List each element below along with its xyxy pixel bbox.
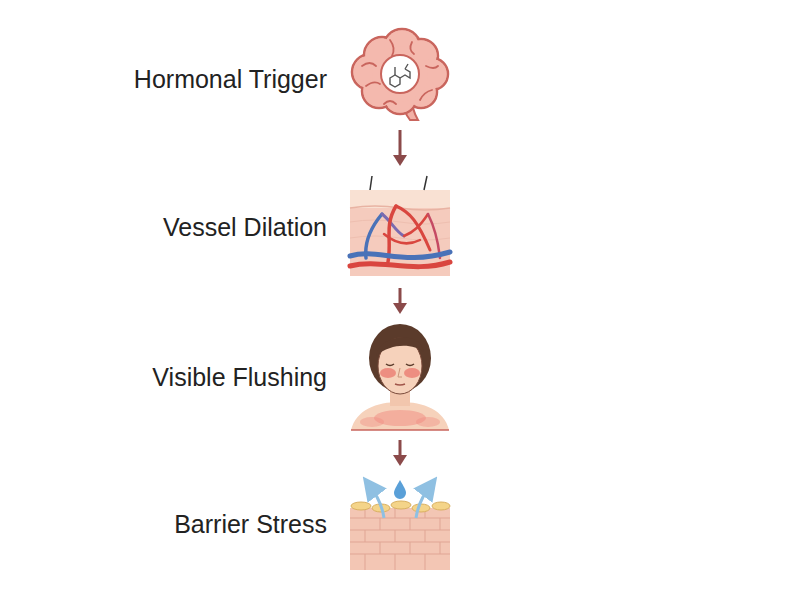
- flow-arrow: [393, 440, 407, 466]
- stage-label: Visible Flushing: [100, 322, 327, 432]
- stage-node: Vessel Dilation: [100, 174, 455, 280]
- brain-icon: [352, 29, 448, 120]
- stage-node: Hormonal Trigger: [100, 36, 455, 122]
- stage-node: Barrier Stress: [100, 474, 455, 574]
- stage-label: Vessel Dilation: [100, 174, 327, 280]
- vessel-icon: [350, 176, 450, 276]
- stage-label: Hormonal Trigger: [100, 36, 327, 122]
- flow-arrow: [393, 130, 407, 166]
- stage-label: Barrier Stress: [100, 474, 327, 574]
- barrier-icon: [350, 480, 450, 570]
- flow-arrow: [393, 288, 407, 314]
- stage-node: Visible Flushing: [100, 322, 455, 432]
- face-icon: [351, 324, 449, 430]
